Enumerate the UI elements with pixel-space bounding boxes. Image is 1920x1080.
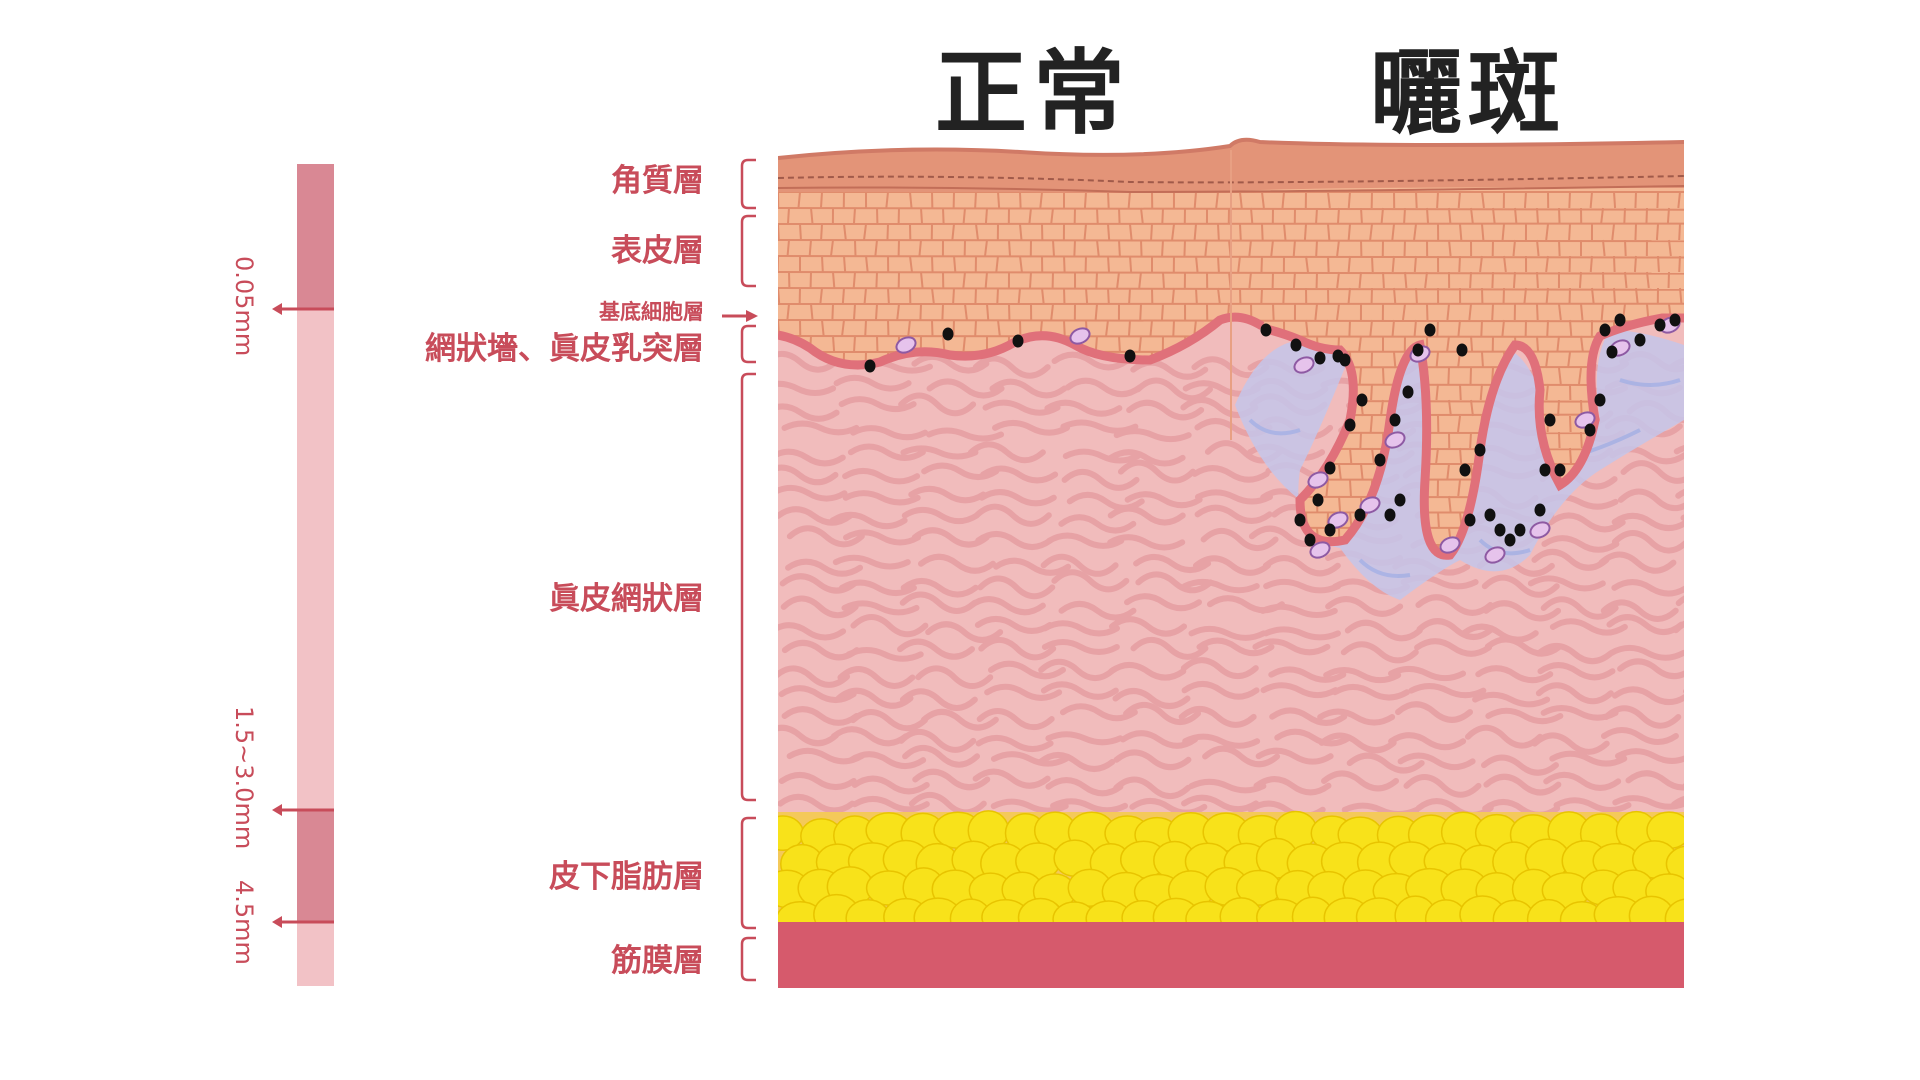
depth-label-4-5mm: 4.5mm [230,880,258,965]
depth-scale-lower-segment [297,810,334,922]
depth-label-1-5-3-0mm: 1.5~3.0mm [230,706,258,850]
layer-bracket [740,158,756,982]
title-normal: 正常 [935,40,1132,147]
label-basal-cell-layer: 基底細胞層 [599,300,704,324]
melanocytes [895,316,1681,564]
label-dermal-papillae: 網狀墻、眞皮乳突層 [425,331,704,367]
depth-scale-top-segment [297,164,334,309]
label-fascia: 筋膜層 [611,943,704,979]
label-epidermis: 表皮層 [611,233,704,269]
depth-label-0-05mm: 0.05mm [230,256,258,357]
label-subcutaneous-fat: 皮下脂肪層 [549,859,704,895]
melanin-dots [864,313,1681,547]
depth-arrow [272,303,334,928]
skin-panel [778,137,1684,988]
fat-cells [778,810,1684,940]
label-reticular-dermis: 眞皮網狀層 [549,581,704,617]
basal-layer-arrow [722,310,758,322]
fascia-layer [778,922,1684,988]
label-stratum-corneum: 角質層 [611,163,704,199]
title-sunspot: 曬斑 [1370,40,1567,147]
